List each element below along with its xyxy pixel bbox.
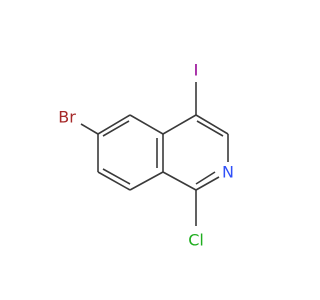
bond-c4a-c5 — [129, 114, 164, 135]
bond-n2-c1-inner — [195, 171, 216, 185]
bond-c4-c3-inner — [196, 120, 224, 137]
bond-c6-bromine — [80, 123, 99, 135]
bond-c5-c6 — [97, 114, 131, 135]
bond-n2-c1 — [195, 176, 220, 191]
bond-c4-c3 — [195, 114, 229, 135]
atom-labels: Br I N Cl — [58, 61, 234, 250]
bond-c1-c8a — [162, 171, 197, 191]
molecule-structure: Br I N Cl — [58, 61, 234, 250]
bond-c7-c8 — [97, 171, 131, 191]
bond-c8-c8a — [129, 171, 164, 191]
bond-c4a-c4 — [162, 114, 197, 135]
atom-label-nitrogen: N — [222, 163, 234, 182]
bond-lines — [80, 82, 229, 226]
atom-label-chlorine: Cl — [188, 231, 204, 250]
bond-c7-c8-inner — [102, 168, 131, 185]
atom-label-iodine: I — [194, 61, 199, 80]
atom-label-bromine: Br — [58, 108, 76, 127]
bond-c5-c6-inner — [102, 120, 130, 137]
